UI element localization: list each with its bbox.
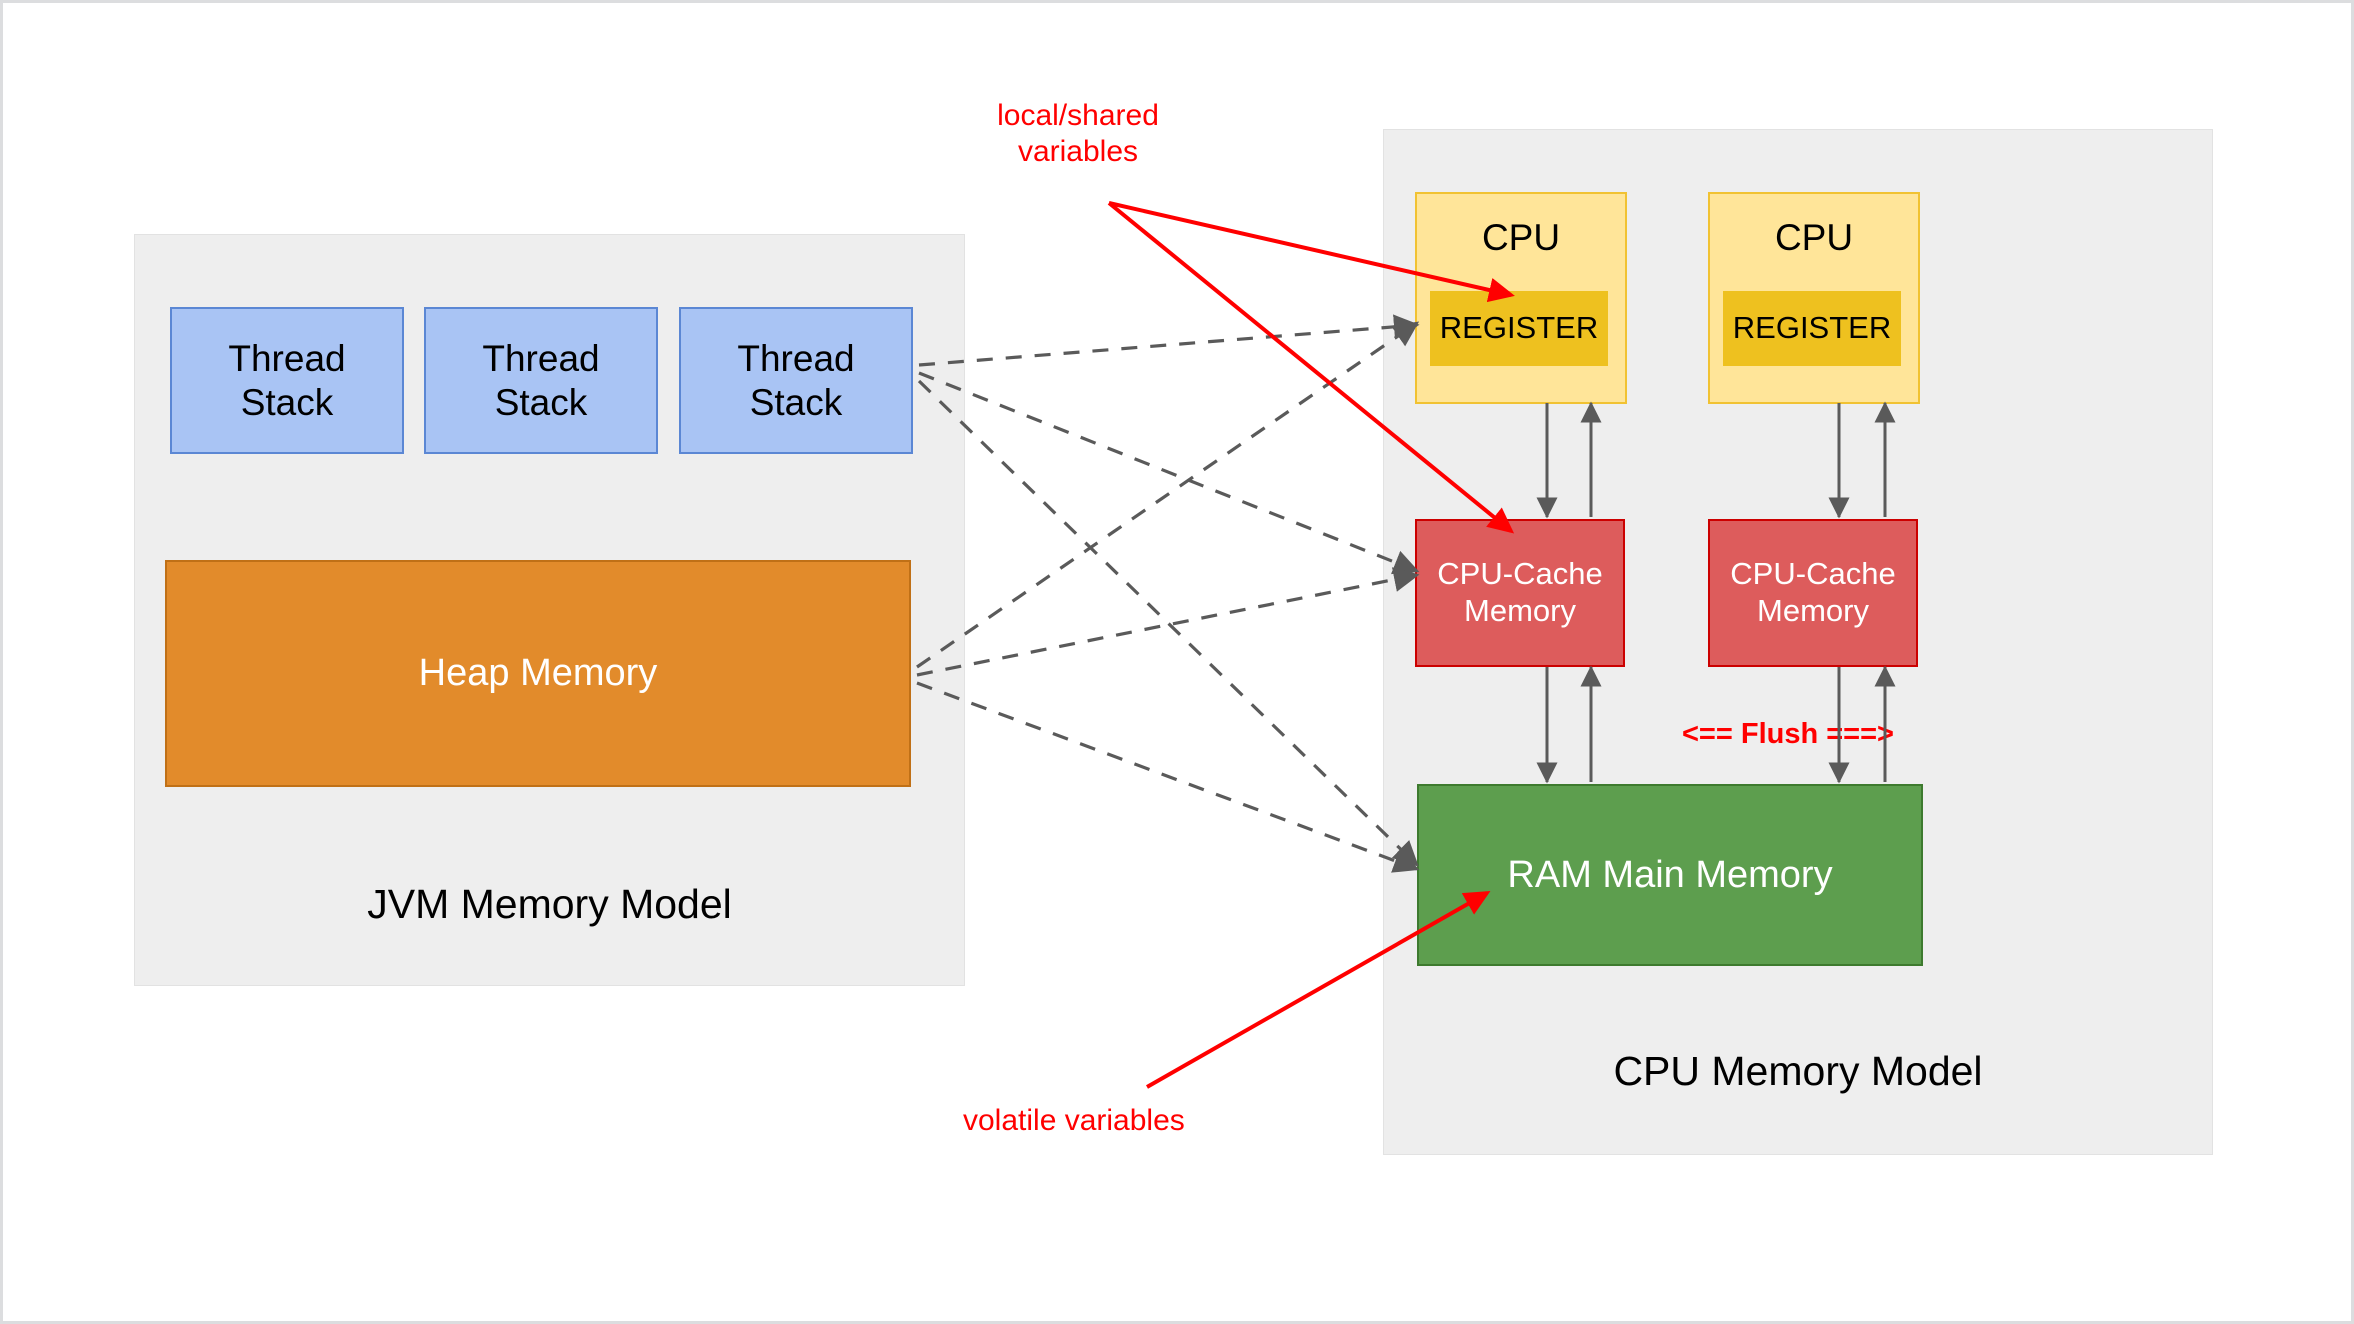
dashed-connectors <box>916 314 1420 873</box>
thread-stack-box-3[interactable]: Thread Stack <box>679 307 913 454</box>
volatile-variables-label: volatile variables <box>963 1104 1185 1137</box>
connector-thread-to-register <box>918 314 1420 367</box>
register-box-2[interactable]: REGISTER <box>1723 291 1901 366</box>
connector-thread-to-ram <box>917 379 1419 867</box>
cpu-memory-model-title: CPU Memory Model <box>1613 1048 1983 1094</box>
cpu-cache-memory-box-1[interactable]: CPU-Cache Memory <box>1415 519 1625 667</box>
thread-stack-box-1[interactable]: Thread Stack <box>170 307 404 454</box>
ram-main-memory-box[interactable]: RAM Main Memory <box>1417 784 1923 966</box>
thread-stack-box-2[interactable]: Thread Stack <box>424 307 658 454</box>
flush-label: <== Flush ===> <box>1682 718 1894 750</box>
connector-heap-to-register <box>916 321 1420 669</box>
cpu-cache-memory-box-2[interactable]: CPU-Cache Memory <box>1708 519 1918 667</box>
local-shared-variables-label: local/shared variables <box>997 99 1159 168</box>
connector-heap-to-ram <box>916 681 1420 873</box>
connector-heap-to-cache <box>916 567 1420 677</box>
register-box-1[interactable]: REGISTER <box>1430 291 1608 366</box>
jvm-memory-model-title: JVM Memory Model <box>367 881 732 927</box>
connector-thread-to-cache <box>918 371 1420 575</box>
heap-memory-box[interactable]: Heap Memory <box>165 560 911 787</box>
